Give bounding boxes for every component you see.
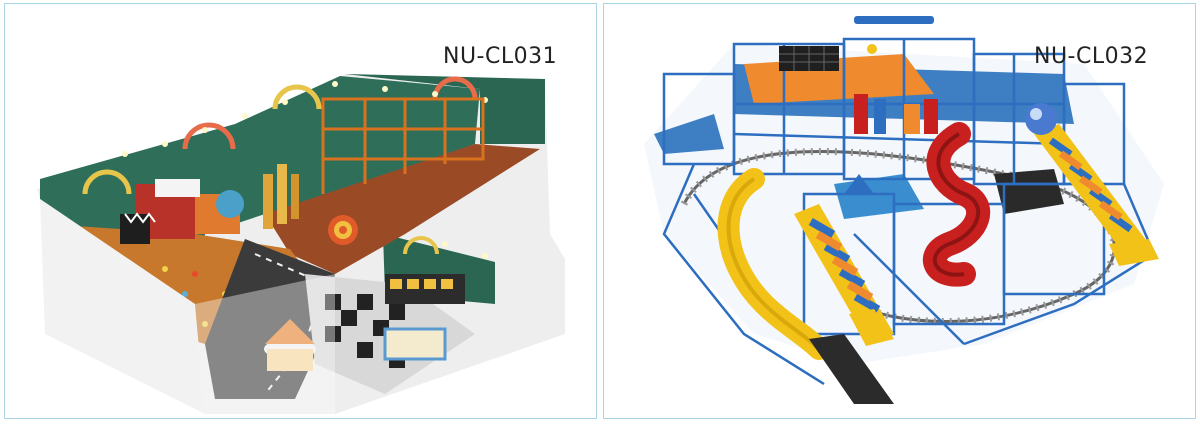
indoor-playground-image-cl032 — [644, 16, 1164, 404]
product-card-right[interactable]: NU-CL032 — [603, 3, 1196, 419]
product-code-label: NU-CL031 — [443, 44, 558, 69]
product-code-label: NU-CL032 — [1034, 44, 1149, 69]
product-card-left[interactable]: NU-CL031 — [4, 3, 597, 419]
indoor-playground-image-cl031 — [37, 74, 565, 414]
